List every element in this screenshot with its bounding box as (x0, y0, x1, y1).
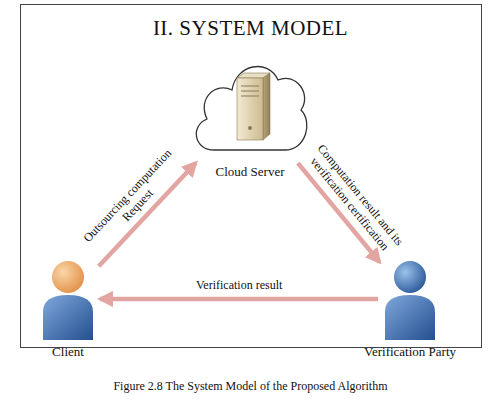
person-icon (382, 258, 438, 340)
figure-title: II. SYSTEM MODEL (20, 16, 481, 41)
actor-node: Cloud Server (190, 50, 310, 160)
figure-caption: Figure 2.8 The System Model of the Propo… (0, 379, 501, 394)
node-label: Verification Party (364, 344, 456, 360)
edge-label: Outsourcing computation Request (75, 140, 191, 261)
cloud-server-icon (190, 50, 310, 160)
frame-border (21, 5, 482, 348)
node-label: Cloud Server (216, 164, 285, 180)
edge-label: Computation result and its verification … (291, 127, 417, 272)
edge-label: Verification result (196, 279, 282, 293)
person-icon (40, 258, 96, 340)
node-label: Client (52, 344, 84, 360)
actor-node: Verification Party (382, 258, 438, 340)
flow-arrow (100, 297, 378, 302)
actor-node: Client (40, 258, 96, 340)
